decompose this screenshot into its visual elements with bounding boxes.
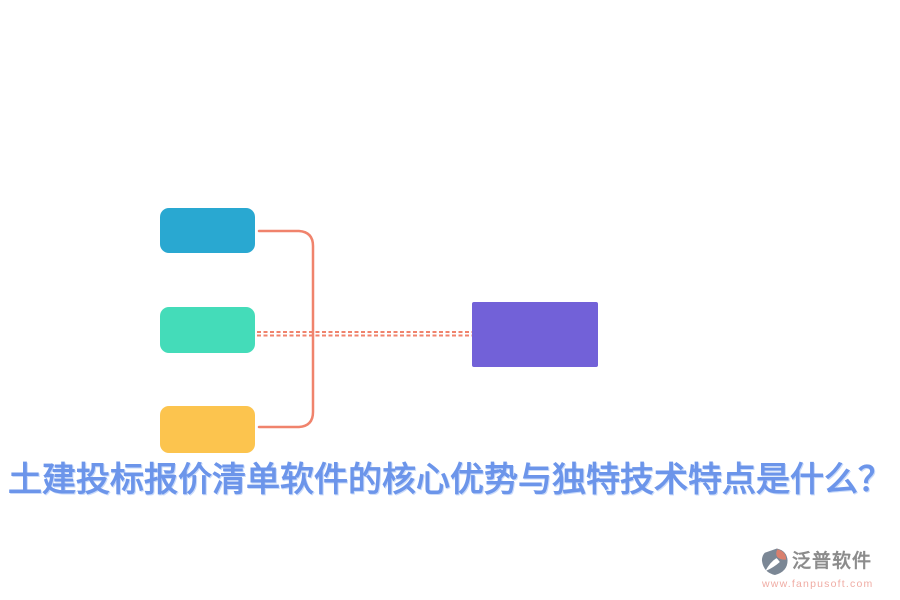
- brand-name: 泛普软件: [792, 551, 873, 572]
- brand-watermark: 泛普软件 www.fanpusoft.com: [760, 547, 892, 590]
- node-topic-1: [160, 208, 255, 253]
- node-topic-3: [160, 406, 255, 453]
- brand-url: www.fanpusoft.com: [762, 578, 874, 590]
- bracket-connector-line: [257, 229, 315, 429]
- node-topic-2: [160, 307, 255, 353]
- fanpu-logo-icon: [761, 548, 788, 576]
- node-main: [472, 302, 598, 367]
- page-title: 土建投标报价清单软件的核心优势与独特技术特点是什么？: [8, 462, 892, 499]
